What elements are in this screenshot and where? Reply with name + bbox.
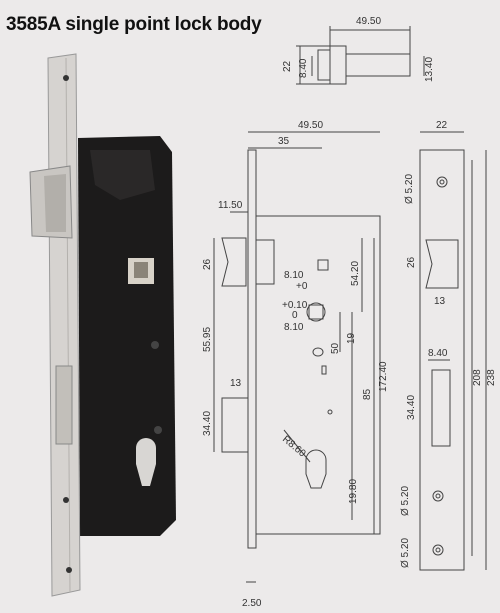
dim-face-latch: 26 — [406, 256, 417, 268]
dim-radius: R8.60 — [280, 434, 308, 460]
side-view — [213, 131, 381, 583]
dim-face-width: 22 — [436, 120, 448, 131]
dim-face-bolt: 34.40 — [406, 395, 417, 420]
dim-hole-bot: Ø 5.20 — [400, 538, 411, 568]
dim-5595: 55.95 — [202, 327, 213, 352]
dim-body-width: 49.50 — [298, 120, 323, 131]
top-view — [296, 26, 425, 85]
dim-backset: 35 — [278, 136, 290, 147]
dim-top-22: 22 — [282, 60, 293, 72]
dim-face-238: 238 — [486, 369, 497, 386]
dim-810b: 8.10 — [284, 322, 304, 333]
dim-bolt-width: 13 — [230, 378, 242, 389]
face-view — [419, 131, 487, 571]
dim-17240: 172.40 — [378, 361, 389, 392]
dim-0: 0 — [292, 310, 298, 321]
dim-000: +0 — [296, 281, 308, 292]
dim-face-13: 13 — [434, 296, 446, 307]
dim-50: 50 — [330, 342, 341, 354]
dim-1980: 19.80 — [348, 479, 359, 504]
dim-250: 2.50 — [242, 598, 262, 609]
dim-latch-offset: 11.50 — [218, 200, 243, 211]
dim-85: 85 — [362, 388, 373, 400]
dim-hole-mid: Ø 5.20 — [400, 486, 411, 516]
dim-face-840: 8.40 — [428, 348, 448, 359]
dim-latch-height: 26 — [202, 258, 213, 270]
dim-010b: +0.10 — [282, 300, 308, 311]
dim-19: 19 — [346, 332, 357, 344]
dim-810a: 8.10 — [284, 270, 304, 281]
dim-top-width: 49.50 — [356, 16, 381, 27]
dim-face-208: 208 — [472, 369, 483, 386]
lock-photo — [29, 53, 176, 597]
dim-hole-top: Ø 5.20 — [404, 174, 415, 204]
page-title: 3585A single point lock body — [6, 14, 262, 35]
dim-top-840: 8.40 — [298, 58, 309, 78]
dim-bolt-height: 34.40 — [202, 411, 213, 436]
dim-5420: 54.20 — [350, 261, 361, 286]
dim-top-1340: 13.40 — [424, 57, 435, 82]
